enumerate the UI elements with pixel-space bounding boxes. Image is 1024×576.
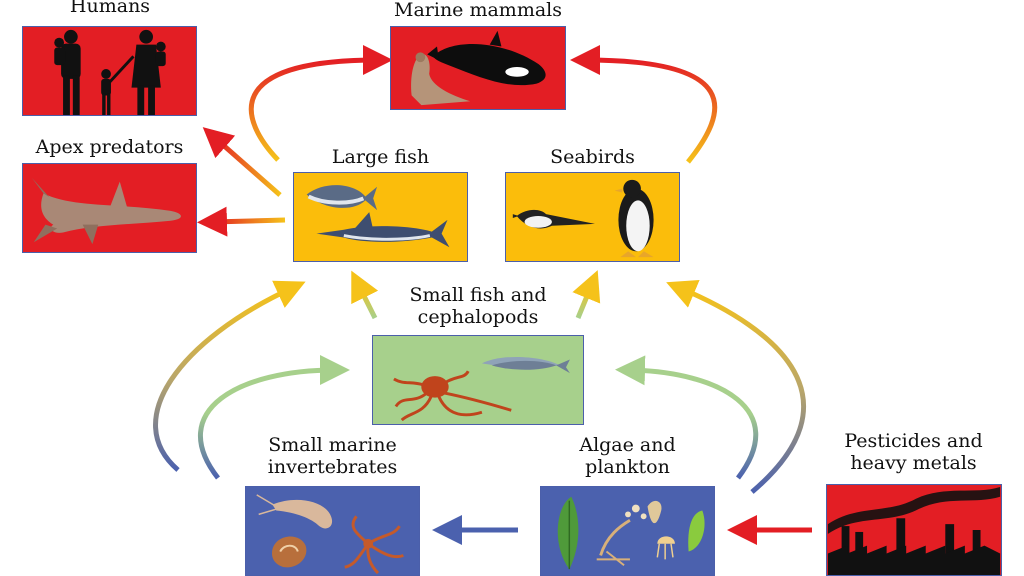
humans-label: Humans xyxy=(69,0,151,17)
pesticides-label: Pesticides and heavy metals xyxy=(826,430,1001,474)
large-fish-box xyxy=(293,172,468,262)
arrow-smallfish-to-largefish xyxy=(351,270,379,320)
small-fish-label: Small fish and cephalopods xyxy=(372,284,584,328)
arrow-smallfish-to-seabirds xyxy=(572,270,601,319)
small-fish-box xyxy=(372,335,584,425)
small-inverts-label-line2: invertebrates xyxy=(267,456,398,478)
humans-silhouette-icon xyxy=(54,29,166,115)
tern-and-penguin-icon xyxy=(512,179,654,258)
seaweed-and-plankton-icon xyxy=(557,496,705,570)
arrow-largefish-to-apex xyxy=(197,206,286,237)
orca-and-sea-lion-icon xyxy=(411,30,546,106)
apex-predators-box xyxy=(22,163,197,253)
large-fish-label: Large fish xyxy=(331,146,430,168)
small-fish-label-line2: cephalopods xyxy=(417,306,539,328)
algae-box xyxy=(540,486,715,576)
arrow-largefish-to-humans xyxy=(202,127,282,197)
pesticides-box xyxy=(826,484,1002,576)
humans-box xyxy=(22,26,197,116)
small-fish-label-line1: Small fish and xyxy=(409,284,547,306)
algae-label-line1: Algae and xyxy=(579,434,676,456)
arrow-seabirds-to-mammals xyxy=(570,45,718,164)
hammerhead-shark-icon xyxy=(31,177,181,245)
pesticides-label-line2: heavy metals xyxy=(850,452,977,474)
tuna-and-marlin-icon xyxy=(306,185,450,248)
arrow-inverts-to-largefish xyxy=(153,280,306,472)
seabirds-box xyxy=(505,172,680,262)
arrow-algae-to-seabirds xyxy=(666,279,806,494)
apex-predators-label: Apex predators xyxy=(35,136,184,158)
algae-label-line2: plankton xyxy=(585,456,670,478)
arrow-inverts-to-smallfish xyxy=(197,355,350,480)
arrow-largefish-to-mammals xyxy=(248,45,393,162)
seabirds-label: Seabirds xyxy=(550,146,635,168)
octopus-and-flying-fish-icon xyxy=(393,356,570,422)
arrow-algae-to-smallfish xyxy=(615,355,759,480)
pesticides-label-line1: Pesticides and xyxy=(844,430,983,452)
marine-mammals-label: Marine mammals xyxy=(394,0,562,21)
algae-label: Algae and plankton xyxy=(540,434,715,478)
small-inverts-label: Small marine invertebrates xyxy=(245,434,420,478)
factory-smokestacks-icon xyxy=(827,486,1001,575)
marine-mammals-box xyxy=(390,26,566,110)
shrimp-shell-brittle-star-icon xyxy=(256,494,404,575)
small-inverts-label-line1: Small marine xyxy=(268,434,397,456)
small-inverts-box xyxy=(245,486,420,576)
